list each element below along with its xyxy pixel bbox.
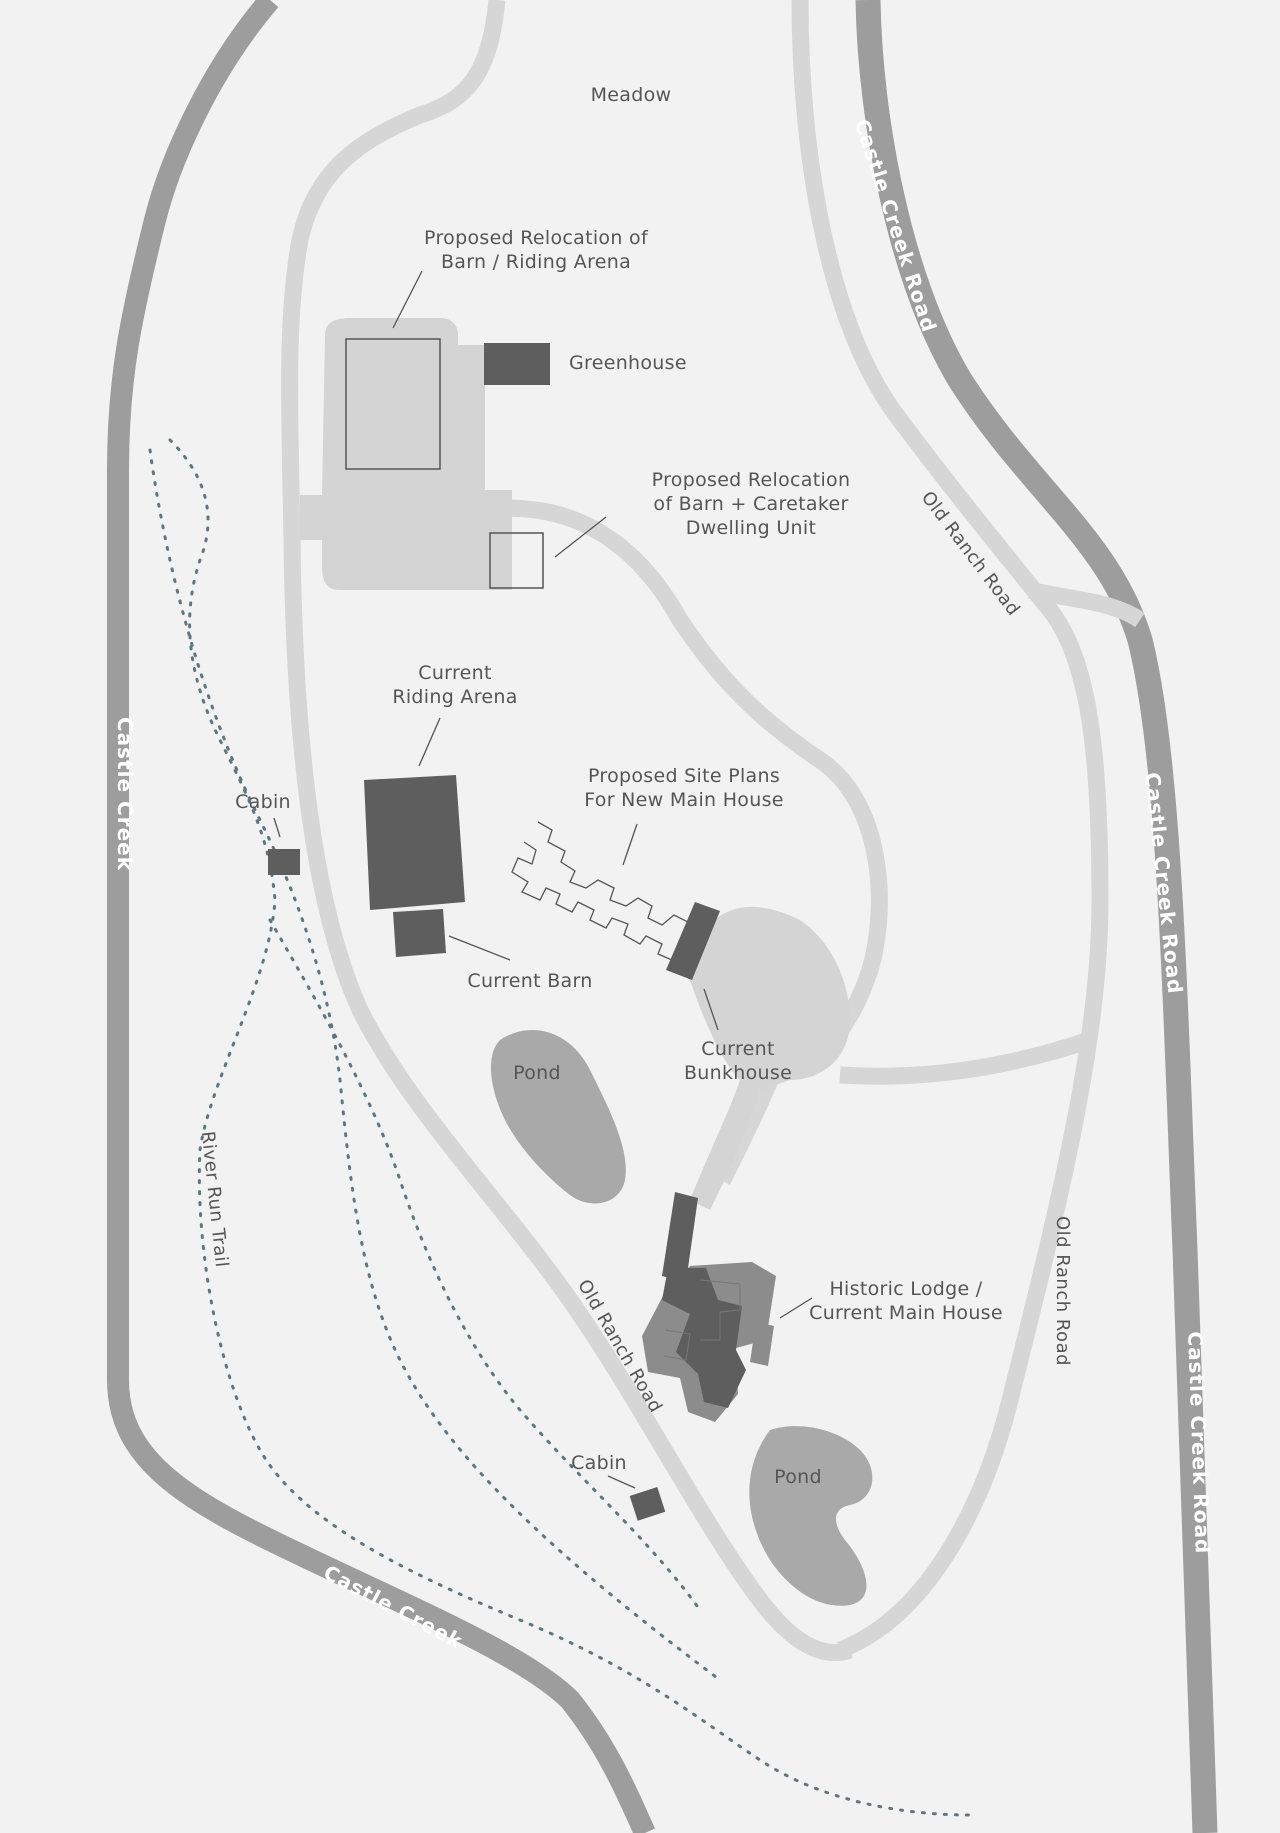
proposed-caretaker-outline [489, 532, 544, 589]
north-pad [300, 318, 485, 590]
bunkhouse-pad [690, 906, 850, 1210]
label-proposed-caretaker-line2: of Barn + Caretaker [653, 493, 848, 515]
leader-proposed-barn-arena [392, 270, 423, 329]
current-riding-arena-building [364, 775, 465, 910]
label-cabin-south: Cabin [571, 1452, 627, 1474]
label-proposed-caretaker-line1: Proposed Relocation [652, 469, 851, 491]
greenhouse-building [484, 343, 550, 385]
leader-bunkhouse [703, 988, 719, 1031]
inner-road-east [839, 1031, 1093, 1085]
leader-cabin-south [607, 1475, 636, 1489]
label-site-plans-line1: Proposed Site Plans [588, 765, 780, 787]
label-current-arena-line2: Riding Arena [392, 686, 517, 708]
historic-lodge-complex [642, 1192, 776, 1422]
label-bunkhouse-line2: Bunkhouse [684, 1062, 792, 1084]
leader-site-plans [622, 823, 638, 866]
castle-creek-road-highway [855, 0, 1218, 1833]
cabin-south-building [629, 1487, 666, 1521]
leader-cabin-west [273, 817, 281, 838]
label-pond-north: Pond [513, 1062, 561, 1084]
leader-proposed-caretaker [554, 516, 607, 558]
leader-current-barn [448, 935, 511, 961]
label-lodge-line2: Current Main House [809, 1302, 1003, 1324]
old-ranch-road-east [791, 0, 1109, 1658]
label-proposed-caretaker-line3: Dwelling Unit [686, 517, 816, 539]
cabin-west-building [268, 849, 300, 875]
pond-south-shape [749, 1426, 873, 1606]
old-ranch-road-west [281, 0, 853, 1662]
label-site-plans-line2: For New Main House [584, 789, 784, 811]
leader-current-arena [418, 717, 441, 767]
proposed-main-house-outline [511, 821, 691, 961]
label-castle-creek-west: Castle Creek [113, 717, 137, 871]
label-proposed-barn-arena-line2: Barn / Riding Arena [441, 251, 631, 273]
proposed-barn-arena-outline [345, 338, 441, 470]
tertiary-trail [268, 918, 702, 1612]
castle-creek-river [107, 0, 656, 1833]
label-bunkhouse-line1: Current [701, 1038, 774, 1060]
label-meadow: Meadow [591, 84, 672, 106]
label-pond-south: Pond [774, 1466, 822, 1488]
label-current-arena-line1: Current [418, 662, 491, 684]
label-current-barn: Current Barn [467, 970, 592, 992]
current-barn-building [393, 909, 446, 957]
label-greenhouse: Greenhouse [569, 352, 687, 374]
secondary-trail [148, 448, 722, 1682]
north-pad-connector [472, 490, 512, 590]
label-lodge-line1: Historic Lodge / [829, 1278, 982, 1300]
inner-road-loop [478, 499, 888, 1079]
label-cabin-west: Cabin [235, 791, 291, 813]
river-run-trail [168, 438, 972, 1817]
pond-north-shape [490, 1030, 626, 1204]
road-connector-east [1027, 581, 1145, 628]
label-old-ranch-road-east: Old Ranch Road [1052, 1216, 1073, 1366]
leader-lodge [779, 1297, 813, 1319]
current-bunkhouse-building [666, 902, 720, 980]
label-proposed-barn-arena-line1: Proposed Relocation of [424, 227, 649, 249]
